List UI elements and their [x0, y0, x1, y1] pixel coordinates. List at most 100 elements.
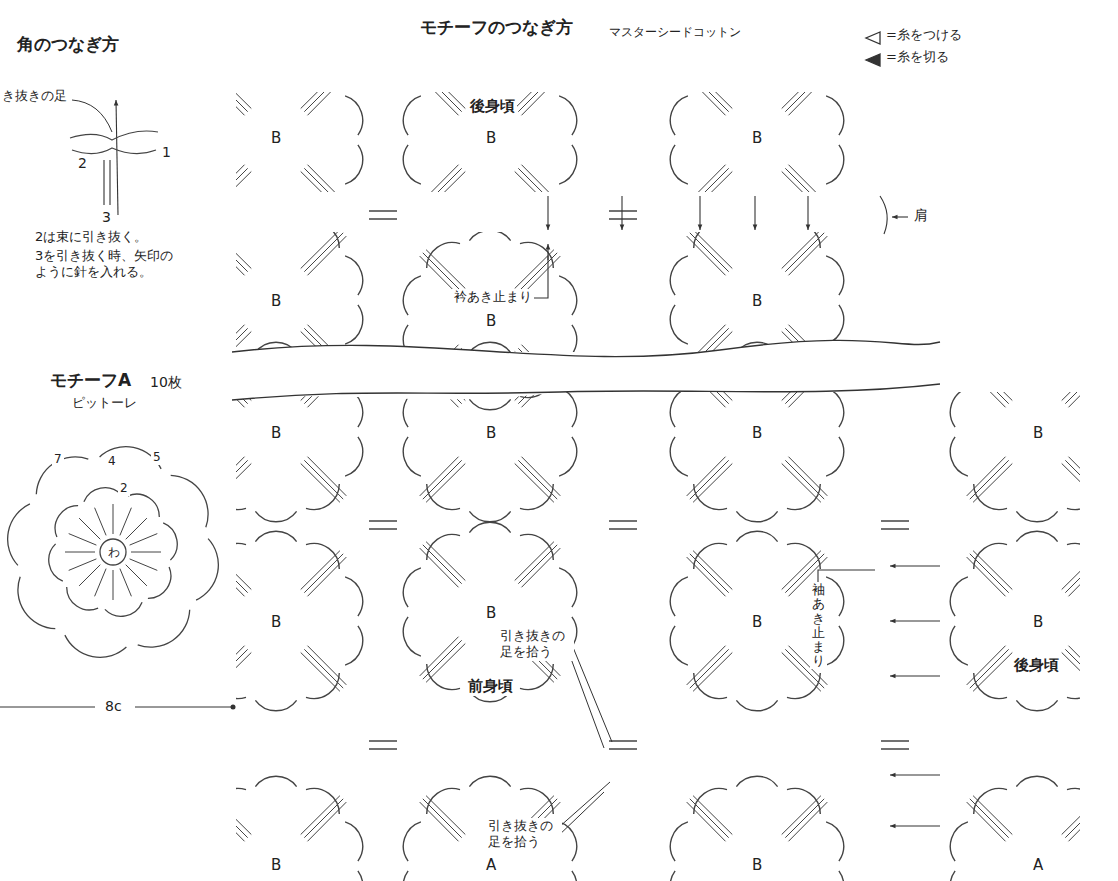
chain-scallops	[403, 50, 576, 230]
sleeve-arrow	[890, 825, 940, 826]
motif-label: B	[750, 424, 764, 443]
break-line	[232, 384, 940, 400]
treble-fan	[420, 542, 561, 683]
note: 引き抜きの足を拾う	[498, 628, 574, 661]
note: マスターシードコットン	[607, 25, 743, 40]
motif-label: B	[750, 856, 764, 875]
motif-label: B	[750, 129, 764, 148]
note: 前身頃	[466, 677, 515, 696]
motif-label: B	[269, 856, 283, 875]
sleeve-motifs	[950, 392, 1080, 881]
note: わ	[106, 545, 122, 560]
chain-scallops	[189, 776, 362, 881]
join-marks	[369, 211, 909, 749]
note: 8c	[103, 698, 124, 716]
corner-stitches	[70, 131, 158, 205]
motif-label: B	[269, 129, 283, 148]
treble-fan	[420, 70, 561, 211]
body-motifs	[189, 50, 843, 881]
motif-label: B	[484, 312, 498, 331]
break-line	[232, 340, 940, 356]
motif-label: B	[484, 424, 498, 443]
note: ピットーレ	[70, 395, 139, 411]
corner-arrow	[116, 100, 118, 215]
treble-fan	[967, 796, 1080, 881]
corner-arrow-head	[114, 100, 119, 106]
shoulder-arrow-head	[546, 225, 551, 231]
shoulder-leader-head	[892, 215, 898, 220]
chain-scallops	[8, 447, 219, 658]
sleeve-arrow-head	[890, 674, 896, 679]
shoulder-arrow-head	[698, 225, 703, 231]
treble-fan	[967, 392, 1080, 502]
motif-label: B	[750, 613, 764, 632]
note: 2は束に引き抜く。	[33, 229, 149, 245]
note: 袖あき止まり	[810, 583, 827, 669]
legend-text: =糸をつける	[884, 27, 964, 43]
stitch-spokes	[65, 504, 161, 600]
cut-yarn-symbol	[866, 54, 880, 66]
chain-scallops	[189, 50, 362, 230]
callout-number: 7	[52, 452, 64, 467]
dimension-line	[0, 707, 95, 708]
dimension-line	[135, 707, 232, 708]
treble-fan	[206, 796, 347, 881]
motif-label: B	[750, 292, 764, 311]
callout-number: 4	[106, 454, 118, 469]
sleeve-arrow	[890, 565, 940, 566]
attach-yarn-symbol	[866, 32, 880, 44]
motif-label: B	[1031, 424, 1045, 443]
chain-scallops	[403, 522, 576, 702]
motif-label: B	[269, 424, 283, 443]
treble-fan	[687, 796, 828, 881]
sleeve-arrow-head	[890, 824, 896, 829]
magic-ring	[100, 539, 126, 565]
shoulder-arrow-head	[806, 225, 811, 231]
dimension-dot	[231, 705, 236, 710]
break-band	[232, 340, 940, 400]
motif-label: B	[484, 604, 498, 623]
leader	[818, 570, 875, 582]
callout-number: 1	[160, 144, 173, 162]
chain-scallops	[403, 776, 576, 881]
motif-label: B	[1031, 613, 1045, 632]
note: 後身頃	[468, 97, 517, 116]
leader-head	[546, 244, 551, 250]
chain-scallops	[950, 776, 1080, 881]
treble-fan	[967, 551, 1080, 692]
treble-fan	[687, 551, 828, 692]
legend-text: =糸を切る	[884, 49, 951, 65]
note: モチーフA	[48, 370, 133, 391]
sleeve-arrow	[890, 620, 940, 621]
motif-label: B	[484, 129, 498, 148]
note: 10枚	[148, 374, 184, 392]
note: 角のつなぎ方	[15, 34, 121, 55]
sleeve-arrow-head	[890, 773, 896, 778]
callout-number: 2	[76, 155, 89, 173]
treble-fan	[206, 551, 347, 692]
sleeve-arrow-head	[890, 564, 896, 569]
sleeve-arrow-head	[890, 619, 896, 624]
shoulder-bracket	[880, 196, 887, 234]
treble-fan	[206, 70, 347, 211]
chain-scallops	[670, 531, 843, 711]
note: き抜きの足	[0, 88, 69, 104]
chain-scallops	[49, 488, 177, 616]
callout-number: 5	[151, 450, 163, 465]
note: 後身頃	[1012, 656, 1061, 675]
note: 肩	[912, 207, 930, 225]
chart-title: モチーフのつなぎ方	[418, 17, 575, 38]
leader	[556, 782, 610, 838]
leader	[72, 100, 112, 132]
motif-label: B	[269, 292, 283, 311]
leader	[570, 640, 612, 748]
motif-label: A	[484, 856, 498, 875]
chain-scallops	[950, 531, 1080, 711]
leader	[533, 256, 548, 298]
callout-number: 3	[100, 209, 113, 227]
chain-scallops	[189, 531, 362, 711]
sleeve-arrow	[890, 675, 940, 676]
treble-fan	[687, 70, 828, 211]
motif-a-chart	[8, 447, 219, 658]
